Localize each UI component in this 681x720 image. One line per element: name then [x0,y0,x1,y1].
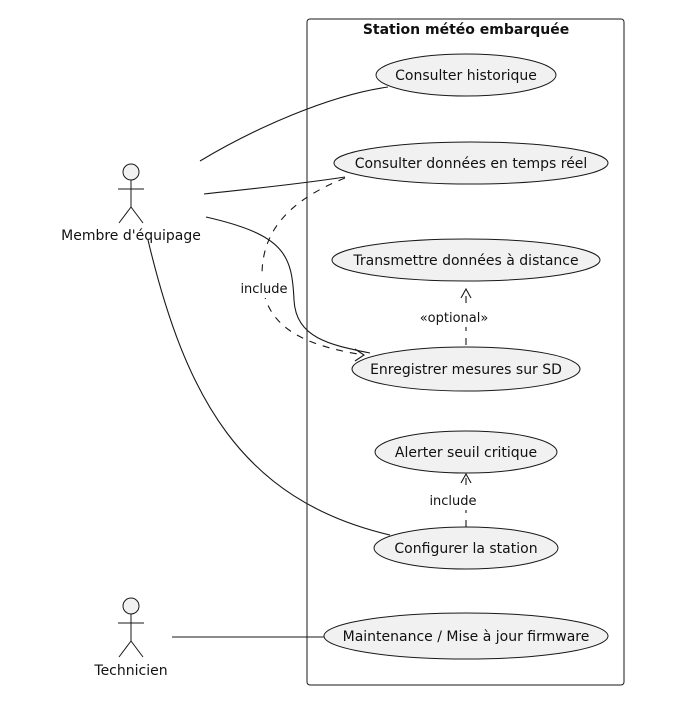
optional-label-record-transmit: «optional» [420,311,489,326]
use-case-transmit: Transmettre données à distance [331,238,601,282]
actor-crew-member-label: Membre d'équipage [61,228,201,244]
system-boundary: Station météo embarquée [306,18,625,686]
use-case-record: Enregistrer mesures sur SD [351,346,581,392]
stick-figure-icon [118,597,144,658]
include-label-configure-alert: include [429,494,476,509]
svg-text:Transmettre données à distance: Transmettre données à distance [352,253,578,269]
association-crew-realtime [203,176,346,195]
dependency-include-configure-alert [460,472,472,527]
use-case-configure: Configurer la station [373,526,559,570]
use-case-maintenance: Maintenance / Mise à jour firmware [323,612,609,660]
system-title: Station météo embarquée [363,22,569,38]
use-case-realtime: Consulter données en temps réel [333,141,609,185]
svg-text:Maintenance / Mise à jour firm: Maintenance / Mise à jour firmware [343,629,590,645]
actor-technician: Technicien [93,597,168,679]
association-crew-record [205,216,371,354]
actor-crew-member: Membre d'équipage [61,163,201,244]
svg-text:Alerter seuil critique: Alerter seuil critique [395,445,537,461]
svg-text:Configurer la station: Configurer la station [394,541,537,557]
use-case-history: Consulter historique [375,53,557,97]
actor-technician-label: Technicien [93,663,167,679]
association-crew-configure [147,239,391,536]
association-crew-history [199,86,389,162]
use-case-alert: Alerter seuil critique [374,430,558,474]
stick-figure-icon [118,163,144,224]
svg-text:Enregistrer mesures sur SD: Enregistrer mesures sur SD [370,362,562,378]
svg-text:Consulter historique: Consulter historique [395,68,537,84]
dependency-include-realtime-record [261,177,365,362]
svg-text:Consulter données en temps rée: Consulter données en temps réel [355,156,588,172]
include-label-realtime-record: include [240,282,287,297]
